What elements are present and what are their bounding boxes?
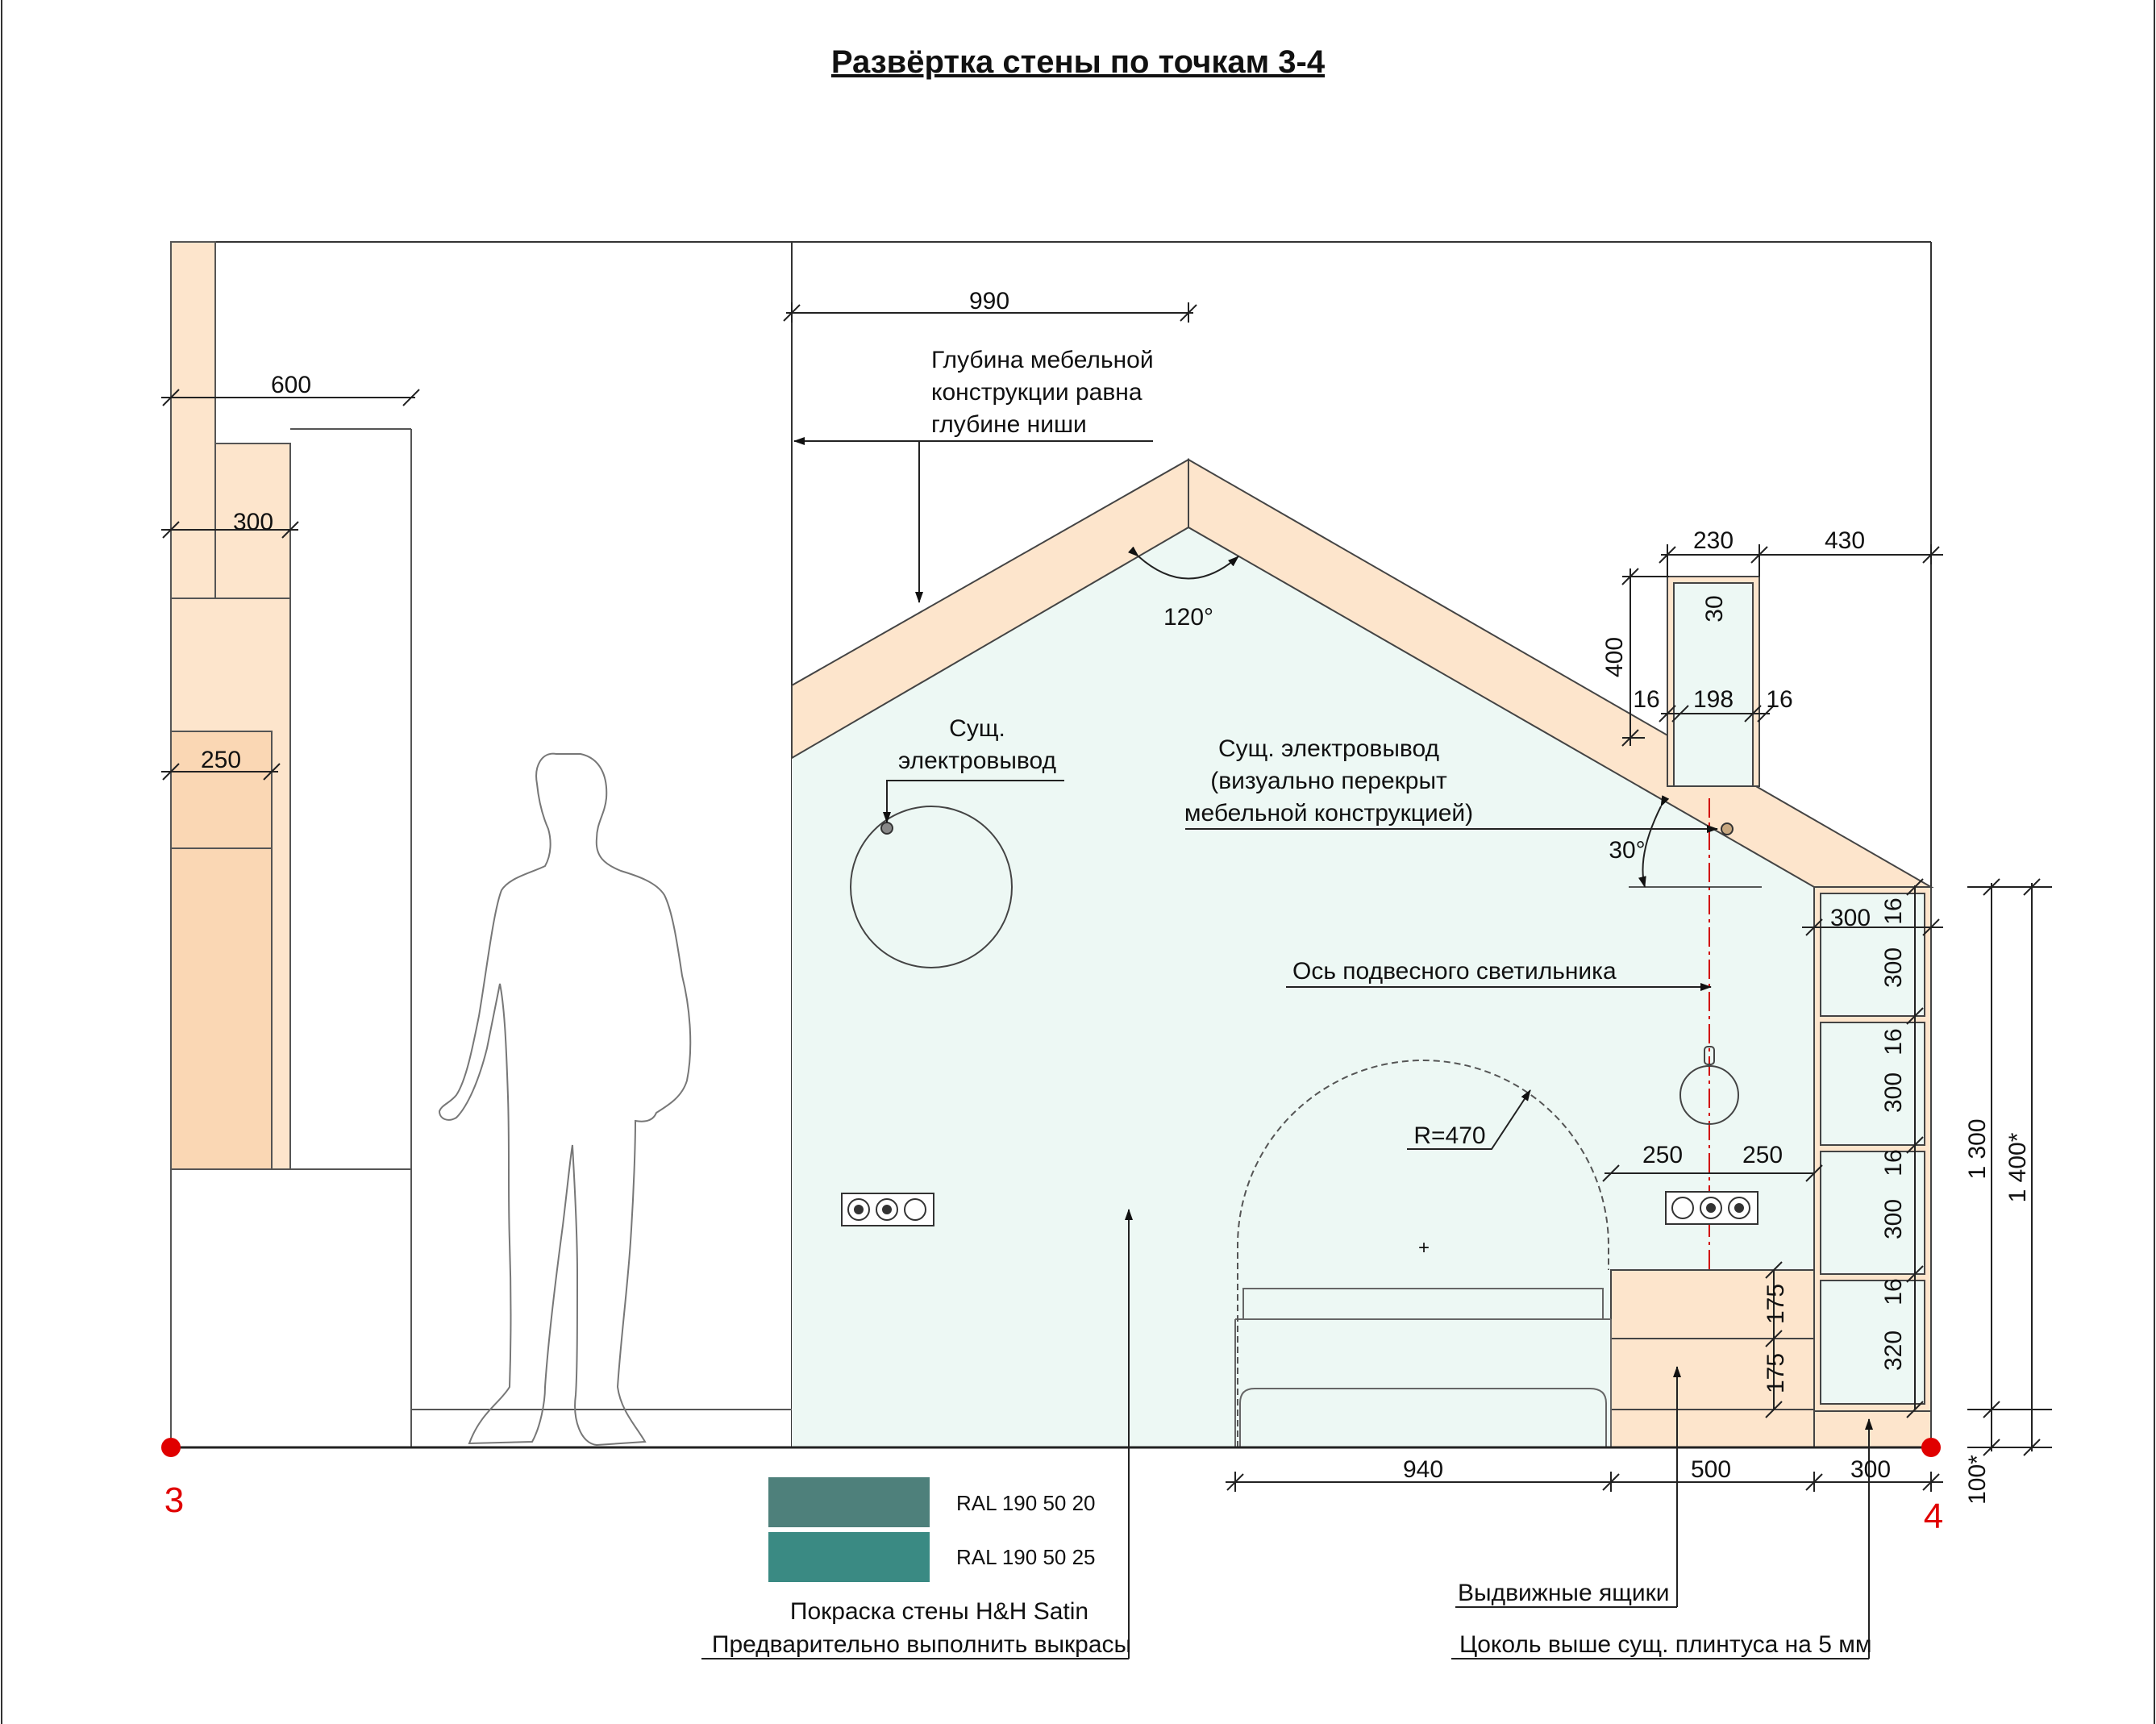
dimension-lines (161, 302, 2052, 1492)
arch-center-mark: + (1418, 1237, 1430, 1259)
dim-1300: 1 300 (1964, 1118, 1991, 1179)
dim-500: 500 (1691, 1456, 1731, 1483)
right-shelving (1813, 886, 1932, 1448)
dim-400: 400 (1601, 637, 1628, 677)
person-silhouette (438, 752, 692, 1447)
dim-16-s4: 16 (1880, 1278, 1907, 1305)
dim-16-a: 16 (1633, 686, 1659, 713)
dim-250-b: 250 (1742, 1142, 1783, 1168)
plinth-note: Цоколь выше сущ. плинтуса на 5 мм (1459, 1631, 1871, 1658)
angle-120-label: 120° (1163, 604, 1213, 631)
dim-990: 990 (969, 288, 1009, 314)
dim-1400: 1 400* (2004, 1132, 2031, 1202)
depth-note-line-3: глубине ниши (931, 411, 1087, 438)
round-mirror (850, 806, 1013, 968)
socket-block-left (841, 1193, 934, 1226)
dim-100: 100* (1964, 1455, 1991, 1505)
drawer-unit (1610, 1269, 1815, 1448)
outlet-right-note-line-3: мебельной конструкцией) (1184, 800, 1473, 827)
paint-note-line-1: Покраска стены H&H Satin (790, 1598, 1088, 1625)
bed (1234, 1288, 1612, 1447)
dim-198: 198 (1693, 686, 1734, 713)
arch-outline (1237, 1060, 1609, 1447)
legend-label-2: RAL 190 50 25 (956, 1545, 1096, 1569)
drawing-title: Развёртка стены по точкам 3-4 (830, 44, 1326, 80)
dim-300-s2: 300 (1880, 1072, 1907, 1113)
point-4-label: 4 (1924, 1497, 1943, 1536)
painted-wall-area (792, 516, 1814, 1447)
point-4-marker (1921, 1438, 1941, 1457)
dim-175-b: 175 (1763, 1353, 1789, 1393)
depth-note-line-2: конструкции равна (931, 379, 1143, 406)
paint-note-line-2: Предварительно выполнить выкрасы (712, 1631, 1131, 1658)
dim-16-s3: 16 (1880, 1149, 1907, 1176)
dim-30: 30 (1701, 595, 1728, 622)
paint-color-legend: RAL 190 50 20 RAL 190 50 25 (768, 1477, 1096, 1582)
drawers-note: Выдвижные ящики (1458, 1580, 1670, 1606)
dim-300-s1: 300 (1880, 947, 1907, 988)
outlet-left-note-line-1: Сущ. (949, 715, 1005, 742)
angle-120-arc (1127, 546, 1239, 580)
point-3-label: 3 (164, 1480, 184, 1520)
dim-300-left: 300 (233, 509, 273, 535)
dim-320: 320 (1880, 1330, 1907, 1371)
dim-250-left: 250 (201, 747, 241, 773)
leader-lines (701, 437, 1873, 1659)
left-wardrobe (170, 241, 792, 1448)
dim-300-bottom: 300 (1850, 1456, 1891, 1483)
chimney-shelf (1667, 576, 1760, 787)
dim-300-shelf-width: 300 (1830, 905, 1871, 931)
dimension-labels: 990 600 300 250 230 430 400 30 16 198 16… (201, 288, 2031, 1505)
dim-430: 430 (1825, 527, 1865, 554)
outlet-left-note-line-2: электровывод (898, 747, 1056, 774)
swatch-ral-190-50-20 (768, 1477, 930, 1527)
socket-block-right (1665, 1191, 1759, 1225)
dimension-ticks (162, 304, 2041, 1491)
angle-30-arc (1638, 795, 1670, 888)
point-3-marker (161, 1438, 181, 1457)
dim-300-s3: 300 (1880, 1199, 1907, 1239)
swatch-ral-190-50-25 (768, 1532, 930, 1582)
dim-940: 940 (1403, 1456, 1443, 1483)
arch-radius-label: R=470 (1413, 1122, 1485, 1149)
dim-16-b: 16 (1766, 686, 1792, 713)
outlet-right-note-line-1: Сущ. электровывод (1218, 735, 1439, 762)
dim-600: 600 (271, 372, 311, 398)
existing-outlet-left (880, 822, 893, 835)
lamp-axis-note: Ось подвесного светильника (1292, 958, 1617, 985)
legend-label-1: RAL 190 50 20 (956, 1491, 1096, 1515)
existing-outlet-right (1721, 822, 1734, 835)
dim-175-a: 175 (1763, 1284, 1789, 1324)
angle-30-label: 30° (1609, 837, 1645, 864)
outlet-right-note-line-2: (визуально перекрыт (1210, 768, 1447, 794)
dim-250-a: 250 (1642, 1142, 1683, 1168)
dim-16-s1: 16 (1880, 897, 1907, 924)
dim-230: 230 (1693, 527, 1734, 554)
depth-note-line-1: Глубина мебельной (931, 347, 1154, 373)
pendant-lamp (1679, 1046, 1739, 1125)
annotation-notes: Глубина мебельной конструкции равна глуб… (712, 347, 1872, 1658)
dim-16-s2: 16 (1880, 1028, 1907, 1055)
